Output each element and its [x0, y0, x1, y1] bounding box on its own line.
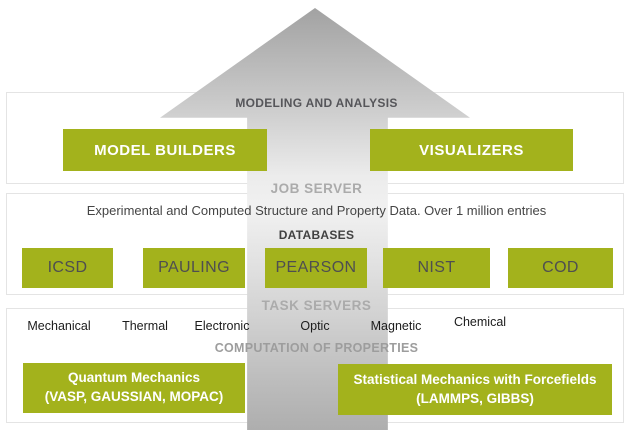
visualizers-label: VISUALIZERS	[419, 141, 524, 159]
cod-label: COD	[542, 259, 579, 276]
databases-description: Experimental and Computed Structure and …	[86, 203, 547, 218]
model-builders-box: MODEL BUILDERS	[63, 129, 267, 171]
property-label-chemical: Chemical	[453, 315, 507, 329]
nist-label: NIST	[417, 259, 456, 276]
pauling-label: PAULING	[158, 259, 230, 276]
quantum-mechanics-line2: (VASP, GAUSSIAN, MOPAC)	[44, 389, 224, 404]
task-servers-label: TASK SERVERS	[261, 298, 372, 313]
pearson-label: PEARSON	[275, 259, 357, 276]
statistical-mechanics-line1: Statistical Mechanics with Forcefields	[353, 371, 597, 387]
computation-section-title: COMPUTATION OF PROPERTIES	[214, 341, 419, 355]
icsd-label: ICSD	[47, 259, 88, 276]
property-label-electronic: Electronic	[194, 319, 250, 333]
statistical-mechanics-box: Statistical Mechanics with Forcefields (…	[338, 364, 612, 415]
property-label-thermal: Thermal	[122, 319, 168, 333]
databases-section-title: DATABASES	[278, 228, 355, 242]
model-builders-label: MODEL BUILDERS	[94, 141, 236, 159]
quantum-mechanics-line1: Quantum Mechanics	[67, 370, 201, 386]
database-box-pauling: PAULING	[143, 248, 245, 288]
property-label-magnetic: Magnetic	[370, 319, 422, 333]
database-box-cod: COD	[508, 248, 613, 288]
property-label-optic: Optic	[300, 319, 330, 333]
database-box-nist: NIST	[383, 248, 490, 288]
modeling-section-title: MODELING AND ANALYSIS	[235, 96, 398, 110]
quantum-mechanics-box: Quantum Mechanics (VASP, GAUSSIAN, MOPAC…	[23, 363, 245, 413]
statistical-mechanics-line2: (LAMMPS, GIBBS)	[416, 390, 534, 406]
visualizers-box: VISUALIZERS	[370, 129, 573, 171]
database-box-icsd: ICSD	[22, 248, 113, 288]
database-box-pearson: PEARSON	[265, 248, 367, 288]
job-server-label: JOB SERVER	[270, 181, 363, 196]
property-label-mechanical: Mechanical	[27, 319, 91, 333]
